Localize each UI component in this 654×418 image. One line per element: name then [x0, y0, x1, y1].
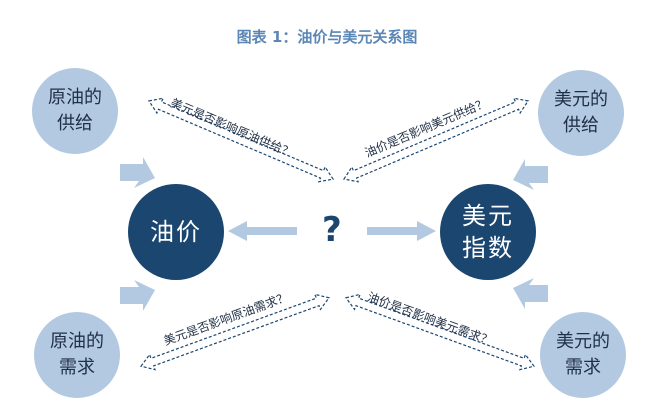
- node-oil-price: 油价: [128, 184, 224, 280]
- arrow-to-oil-price: [228, 221, 297, 241]
- node-usd-supply: 美元的 供给: [538, 70, 624, 156]
- node-usd-index-line1: 美元: [462, 202, 514, 230]
- node-oil-supply: 原油的 供给: [32, 68, 118, 154]
- node-oil-supply-line1: 原油的: [48, 87, 102, 108]
- arrow-to-usd-index: [367, 221, 436, 241]
- arrow-usd-supply-to-usd-index: [513, 159, 548, 190]
- node-oil-supply-line2: 供给: [57, 113, 93, 134]
- node-usd-index: 美元 指数: [440, 184, 536, 280]
- arrow-usd-demand-to-usd-index: [513, 278, 548, 309]
- dashed-arrow-top-right: [342, 97, 530, 183]
- node-usd-supply-line1: 美元的: [554, 89, 608, 110]
- node-usd-supply-line2: 供给: [563, 115, 599, 136]
- node-oil-demand-line1: 原油的: [50, 331, 104, 352]
- node-usd-index-line2: 指数: [462, 234, 514, 262]
- node-oil-price-label: 油价: [150, 218, 202, 246]
- node-usd-demand: 美元的 需求: [540, 312, 626, 398]
- node-oil-demand: 原油的 需求: [34, 312, 120, 398]
- node-usd-demand-line1: 美元的: [556, 331, 610, 352]
- diagram-title: 图表 1：油价与美元关系图: [236, 28, 418, 46]
- arrow-oil-supply-to-oil-price: [120, 157, 155, 188]
- center-question-mark: ?: [322, 210, 342, 250]
- arrow-oil-demand-to-oil-price: [120, 280, 155, 311]
- node-oil-demand-line2: 需求: [59, 357, 95, 378]
- dashed-arrow-top-left: [147, 97, 335, 183]
- node-usd-demand-line2: 需求: [565, 357, 601, 378]
- dashed-arrow-bottom-left: [140, 293, 330, 371]
- dashed-arrow-bottom-right: [345, 293, 535, 371]
